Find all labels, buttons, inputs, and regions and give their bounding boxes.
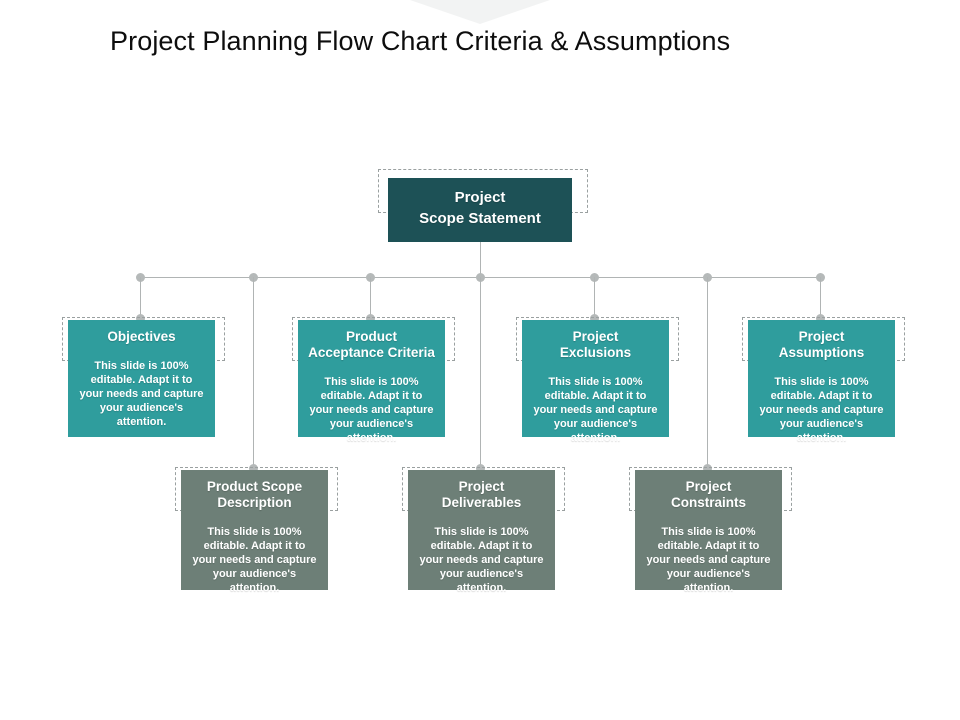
node-title-line1: Objectives [107,329,176,344]
node-project-constraints[interactable]: Project Constraints This slide is 100% e… [635,470,782,594]
node-project-assumptions[interactable]: Project Assumptions This slide is 100% e… [748,320,895,444]
chevron-decoration [410,0,550,24]
connector-drop-acceptance [370,277,371,318]
node-title-line2: Acceptance Criteria [308,345,435,360]
node-project-deliverables[interactable]: Project Deliverables This slide is 100% … [408,470,555,594]
node-title-line1: Product Scope [206,479,303,494]
connector-endpoint-objectives [136,314,145,323]
node-title-line1: Project [458,479,505,494]
node-body-text: This slide is 100% editable. Adapt it to… [192,526,317,594]
node-title-line2: Deliverables [441,495,522,510]
node-title-line1: Project [798,329,845,344]
node-title-line2: Scope Statement [419,210,541,227]
node-body-text: This slide is 100% editable. Adapt it to… [79,360,204,428]
connector-drop-scope-description [253,277,254,468]
node-body-text: This slide is 100% editable. Adapt it to… [533,376,658,444]
page-title: Project Planning Flow Chart Criteria & A… [110,26,731,56]
connector-drop-assumptions [820,277,821,318]
connector-endpoint-deliverables [476,464,485,473]
connector-drop-objectives [140,277,141,318]
node-title-line1: Project [454,189,506,206]
node-title-line1: Project [685,479,732,494]
node-title-line2: Exclusions [559,345,632,360]
node-title-line2: Constraints [670,495,746,510]
node-title-line2: Assumptions [778,345,865,360]
connector-drop-exclusions [594,277,595,318]
node-body-text: This slide is 100% editable. Adapt it to… [646,526,771,594]
node-objectives[interactable]: Objectives This slide is 100% editable. … [68,320,215,437]
node-project-scope-statement[interactable]: Project Scope Statement [388,178,572,242]
connector-drop-deliverables [480,277,481,468]
connector-drop-constraints [707,277,708,468]
node-title-line1: Project [572,329,619,344]
connector-endpoint-constraints [703,464,712,473]
node-project-exclusions[interactable]: Project Exclusions This slide is 100% ed… [522,320,669,444]
node-title-line2: Description [217,495,292,510]
connector-endpoint-scope-description [249,464,258,473]
connector-endpoint-exclusions [590,314,599,323]
connector-endpoint-acceptance [366,314,375,323]
connector-endpoint-assumptions [816,314,825,323]
node-body-text: This slide is 100% editable. Adapt it to… [309,376,434,444]
node-body-text: This slide is 100% editable. Adapt it to… [759,376,884,444]
node-product-scope-description[interactable]: Product Scope Description This slide is … [181,470,328,594]
connector-root-down [480,242,481,278]
node-body-text: This slide is 100% editable. Adapt it to… [419,526,544,594]
node-product-acceptance-criteria[interactable]: Product Acceptance Criteria This slide i… [298,320,445,444]
node-title-line1: Product [345,329,397,344]
